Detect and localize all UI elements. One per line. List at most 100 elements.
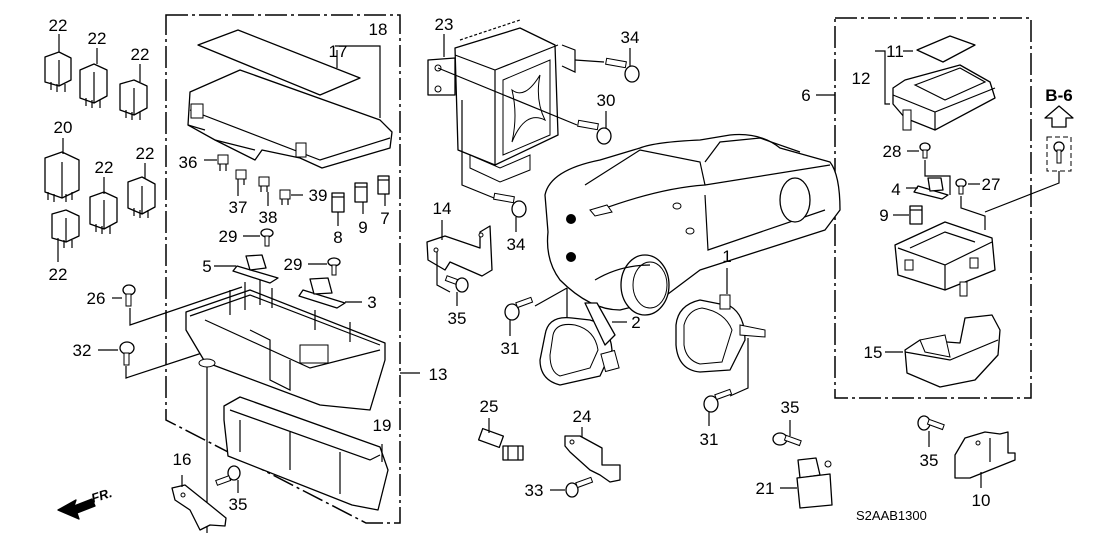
vehicle-location-diagram bbox=[544, 133, 841, 316]
callout-35: 35 bbox=[229, 495, 248, 514]
callout-9: 9 bbox=[879, 206, 888, 225]
leader-34b bbox=[461, 100, 495, 199]
callout-30: 30 bbox=[597, 91, 616, 110]
relay-22d[interactable] bbox=[89, 177, 118, 234]
lower-cover-19[interactable] bbox=[223, 396, 389, 511]
relay-22b[interactable] bbox=[79, 48, 108, 108]
callout-22: 22 bbox=[95, 158, 114, 177]
callout-21: 21 bbox=[756, 479, 775, 498]
air-duct-2[interactable] bbox=[534, 287, 627, 386]
relay-22a[interactable] bbox=[44, 34, 72, 92]
bolt-30[interactable] bbox=[577, 111, 612, 145]
callout-22: 22 bbox=[88, 29, 107, 48]
callout-35: 35 bbox=[448, 309, 467, 328]
callout-34: 34 bbox=[621, 28, 640, 47]
front-label: FR. bbox=[89, 485, 114, 506]
air-duct-1[interactable] bbox=[675, 268, 766, 397]
reference-b6[interactable]: B-6 bbox=[984, 86, 1074, 213]
callout-31: 31 bbox=[700, 430, 719, 449]
relay-21[interactable] bbox=[780, 457, 833, 509]
callout-13: 13 bbox=[429, 365, 448, 384]
diagram-code: S2AAB1300 bbox=[856, 508, 927, 523]
callout-11: 11 bbox=[886, 42, 904, 61]
callout-20: 20 bbox=[54, 118, 73, 137]
resistor-3[interactable] bbox=[298, 277, 362, 309]
callout-27: 27 bbox=[982, 175, 1001, 194]
screw-29a[interactable] bbox=[243, 228, 274, 247]
callout-6: 6 bbox=[801, 86, 810, 105]
bracket-24[interactable] bbox=[564, 427, 621, 483]
callout-28: 28 bbox=[883, 142, 902, 161]
bolt-35a[interactable] bbox=[215, 465, 241, 493]
callout-3: 3 bbox=[367, 293, 376, 312]
relay-22f[interactable] bbox=[51, 209, 80, 262]
callout-8: 8 bbox=[333, 228, 342, 247]
fuse-9[interactable] bbox=[354, 182, 368, 214]
fuse-39[interactable] bbox=[279, 189, 303, 205]
callout-19: 19 bbox=[373, 416, 392, 435]
bolt-reference-box bbox=[1046, 136, 1072, 172]
label-11[interactable] bbox=[916, 35, 976, 63]
callout-31: 31 bbox=[501, 339, 520, 358]
fuse-9-relay-box[interactable] bbox=[893, 205, 923, 225]
relay-box-lower-cover-15[interactable] bbox=[904, 314, 1001, 388]
bolt-34b[interactable] bbox=[493, 192, 527, 232]
callout-38: 38 bbox=[259, 208, 278, 227]
relay-box-body[interactable] bbox=[894, 221, 996, 297]
leader-34 bbox=[574, 59, 605, 63]
fuse-box-label-17[interactable] bbox=[197, 29, 361, 96]
bolt-31a[interactable] bbox=[504, 296, 534, 336]
callout-12: 12 bbox=[852, 69, 871, 88]
callout-22: 22 bbox=[49, 16, 68, 35]
leader-17-18 bbox=[335, 45, 381, 118]
bolt-35d[interactable] bbox=[917, 415, 945, 447]
fuse-box-cover-18[interactable] bbox=[187, 69, 393, 169]
arrow-up-outline-icon bbox=[1044, 105, 1074, 128]
bolt-34a[interactable] bbox=[605, 48, 640, 83]
fuse-37[interactable] bbox=[235, 169, 247, 196]
fuse-38[interactable] bbox=[258, 176, 270, 206]
screw-28[interactable] bbox=[907, 142, 951, 195]
relay-20[interactable] bbox=[44, 138, 80, 202]
callout-15: 15 bbox=[864, 343, 883, 362]
callout-25: 25 bbox=[480, 397, 499, 416]
bracket-16[interactable] bbox=[171, 475, 227, 531]
callout-34: 34 bbox=[507, 235, 526, 254]
fuse-36[interactable] bbox=[204, 154, 229, 171]
callout-32: 32 bbox=[73, 341, 92, 360]
resistor-5[interactable] bbox=[214, 254, 279, 284]
callout-17: 17 bbox=[329, 42, 348, 61]
callout-9: 9 bbox=[358, 218, 367, 237]
front-direction-indicator: FR. bbox=[57, 485, 114, 520]
screw-29b[interactable] bbox=[308, 257, 341, 276]
reference-label: B-6 bbox=[1045, 86, 1072, 105]
bolt-31b[interactable] bbox=[703, 388, 733, 426]
fuse-7[interactable] bbox=[377, 175, 390, 206]
relay-box-cover-12[interactable] bbox=[892, 64, 996, 131]
relay-22e[interactable] bbox=[127, 163, 156, 218]
relay-22c[interactable] bbox=[119, 64, 148, 120]
bolt-33[interactable] bbox=[550, 476, 594, 498]
leader-34-bracket bbox=[561, 44, 576, 73]
callout-37: 37 bbox=[229, 198, 248, 217]
bracket-10[interactable] bbox=[954, 431, 1016, 488]
bolt-35b[interactable] bbox=[444, 275, 469, 306]
bolt-26[interactable] bbox=[112, 284, 243, 326]
fuse-box-13[interactable] bbox=[185, 280, 386, 411]
bolt-35c[interactable] bbox=[772, 420, 802, 447]
callout-7: 7 bbox=[380, 209, 389, 228]
callout-26: 26 bbox=[87, 289, 106, 308]
callout-24: 24 bbox=[573, 407, 592, 426]
screw-27[interactable] bbox=[955, 178, 986, 230]
fuse-8[interactable] bbox=[331, 192, 345, 226]
sensor-25[interactable] bbox=[477, 418, 524, 461]
bracket-14[interactable] bbox=[426, 220, 493, 293]
bolt-32[interactable] bbox=[98, 341, 206, 379]
fuse-box-group-frame bbox=[165, 14, 401, 524]
control-unit-23[interactable] bbox=[427, 19, 559, 183]
callout-2: 2 bbox=[631, 313, 640, 332]
callout-35: 35 bbox=[781, 398, 800, 417]
resistor-4[interactable] bbox=[906, 177, 949, 200]
